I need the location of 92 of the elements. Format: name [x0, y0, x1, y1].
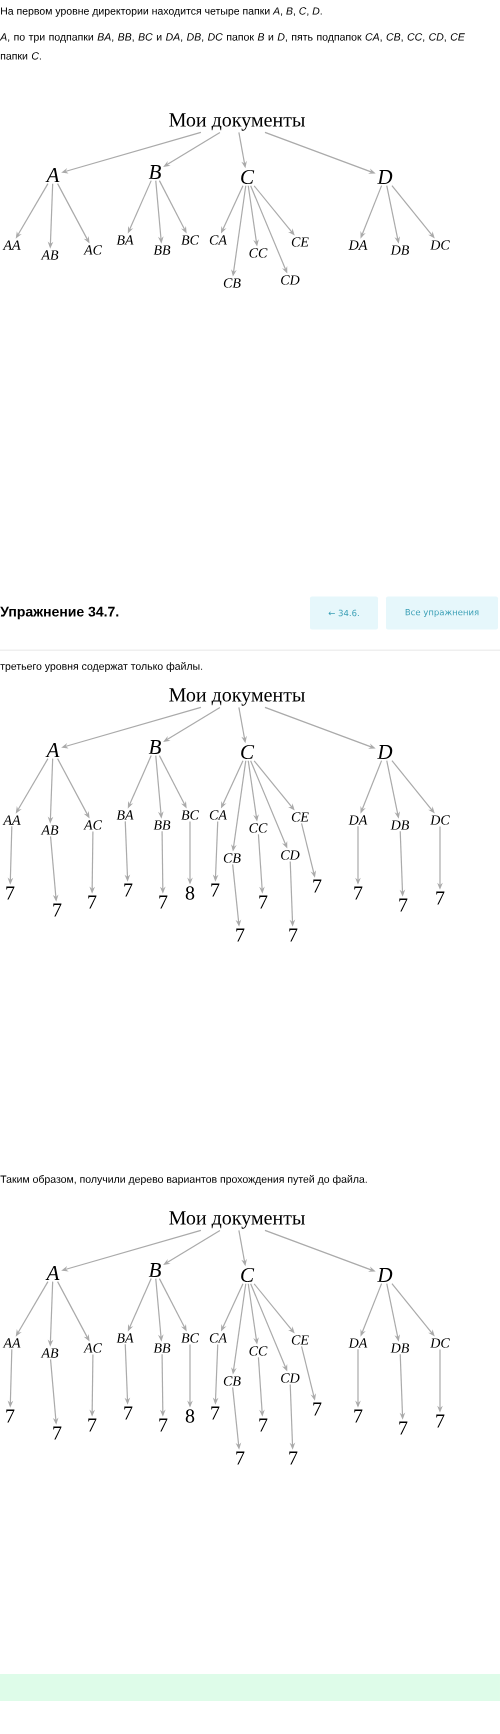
folder-label: CE [291, 812, 309, 822]
root-label: Мои документы [169, 688, 305, 706]
file-count: 7 [88, 1418, 97, 1432]
folder-label: BC [181, 810, 200, 820]
folder-label: CD [281, 275, 300, 285]
folder-label: DC [430, 1338, 450, 1348]
folder-label: CA [209, 810, 227, 820]
folder-label: DB [390, 245, 409, 255]
file-count: 7 [53, 1426, 62, 1440]
file-count: 8 [185, 1409, 195, 1423]
folder-label: A [45, 168, 60, 182]
file-count: 7 [88, 895, 97, 909]
folder-label: AA [2, 815, 21, 825]
folder-label: AC [83, 1343, 103, 1353]
file-count: 7 [211, 1406, 220, 1420]
file-count: 7 [236, 1451, 245, 1465]
file-count: 7 [6, 1409, 15, 1423]
file-count: 7 [399, 898, 408, 912]
folder-label: CA [209, 1333, 227, 1343]
file-count: 7 [313, 879, 322, 893]
section-heading: Упражнение 34.7. [0, 606, 119, 620]
folder-label: A [45, 743, 60, 757]
file-count: 7 [436, 1414, 445, 1428]
folder-label: DA [348, 240, 368, 250]
file-count: 7 [289, 1451, 298, 1465]
paragraph: A, по три подпапки BA, BB, BC и DA, DB, DC папок B и D, пять подпапок CA, CB, CC, CD, CE папки C. [0, 33, 465, 60]
folder-label: AC [83, 820, 103, 830]
file-count: 7 [159, 895, 168, 909]
folder-label: D [377, 170, 393, 184]
folder-label: AA [2, 1338, 21, 1348]
root-label: Мои документы [169, 1211, 305, 1229]
folder-label: C [241, 744, 255, 760]
folder-label: BA [116, 235, 134, 245]
root-label: Мои документы [169, 113, 305, 131]
folder-label: C [241, 169, 255, 185]
paragraph: На первом уровне директории находится четыре папки A, B, C, D. [1, 7, 322, 17]
folder-label: CC [249, 1346, 268, 1356]
file-count: 7 [211, 883, 220, 897]
folder-label: DA [348, 1338, 368, 1348]
folder-label: DB [390, 1343, 409, 1353]
paragraph: третьего уровня содержат только файлы. [0, 662, 203, 672]
nav-button: Все упражнения [386, 596, 498, 630]
folder-label: AC [83, 245, 103, 255]
file-count: 7 [436, 891, 445, 905]
file-count: 7 [259, 1418, 268, 1432]
folder-label: CB [223, 853, 241, 863]
folder-label: D [377, 745, 393, 759]
file-count: 7 [124, 1406, 133, 1420]
folder-label: BB [153, 1343, 171, 1353]
folder-label: CD [281, 850, 300, 860]
folder-label: BB [153, 820, 171, 830]
file-count: 7 [53, 903, 62, 917]
folder-label: C [241, 1267, 255, 1283]
folder-label: CE [291, 237, 309, 247]
file-count: 7 [259, 895, 268, 909]
file-count: 7 [399, 1421, 408, 1435]
folder-label: CB [223, 278, 241, 288]
file-count: 7 [6, 886, 15, 900]
folder-label: BC [181, 1333, 200, 1343]
folder-label: DB [390, 820, 409, 830]
folder-label: BA [116, 810, 134, 820]
folder-label: DC [430, 815, 450, 825]
folder-label: DC [430, 240, 450, 250]
file-count: 7 [159, 1418, 168, 1432]
folder-label: B [148, 740, 161, 754]
folder-label: CD [281, 1373, 300, 1383]
folder-label: BC [181, 235, 200, 245]
nav-button: ← 34.6. [310, 596, 378, 630]
folder-label: AB [40, 250, 59, 260]
file-count: 7 [354, 886, 363, 900]
file-count: 7 [236, 928, 245, 942]
folder-label: CA [209, 235, 227, 245]
folder-label: D [377, 1268, 393, 1282]
folder-label: DA [348, 815, 368, 825]
folder-label: CC [249, 248, 268, 258]
folder-label: B [148, 1263, 161, 1277]
folder-label: CC [249, 823, 268, 833]
folder-label: A [45, 1266, 60, 1280]
folder-label: B [148, 165, 161, 179]
file-count: 7 [354, 1409, 363, 1423]
folder-label: BA [116, 1333, 134, 1343]
folder-label: AB [40, 825, 59, 835]
file-count: 7 [289, 928, 298, 942]
file-count: 8 [185, 886, 195, 900]
file-count: 7 [313, 1402, 322, 1416]
folder-label: CE [291, 1335, 309, 1345]
folder-label: AA [2, 240, 21, 250]
folder-label: BB [153, 245, 171, 255]
file-count: 7 [124, 883, 133, 897]
folder-label: CB [223, 1376, 241, 1386]
paragraph: Таким образом, получили дерево вариантов прохождения путей до файла. [0, 1175, 367, 1185]
folder-label: AB [40, 1348, 59, 1358]
